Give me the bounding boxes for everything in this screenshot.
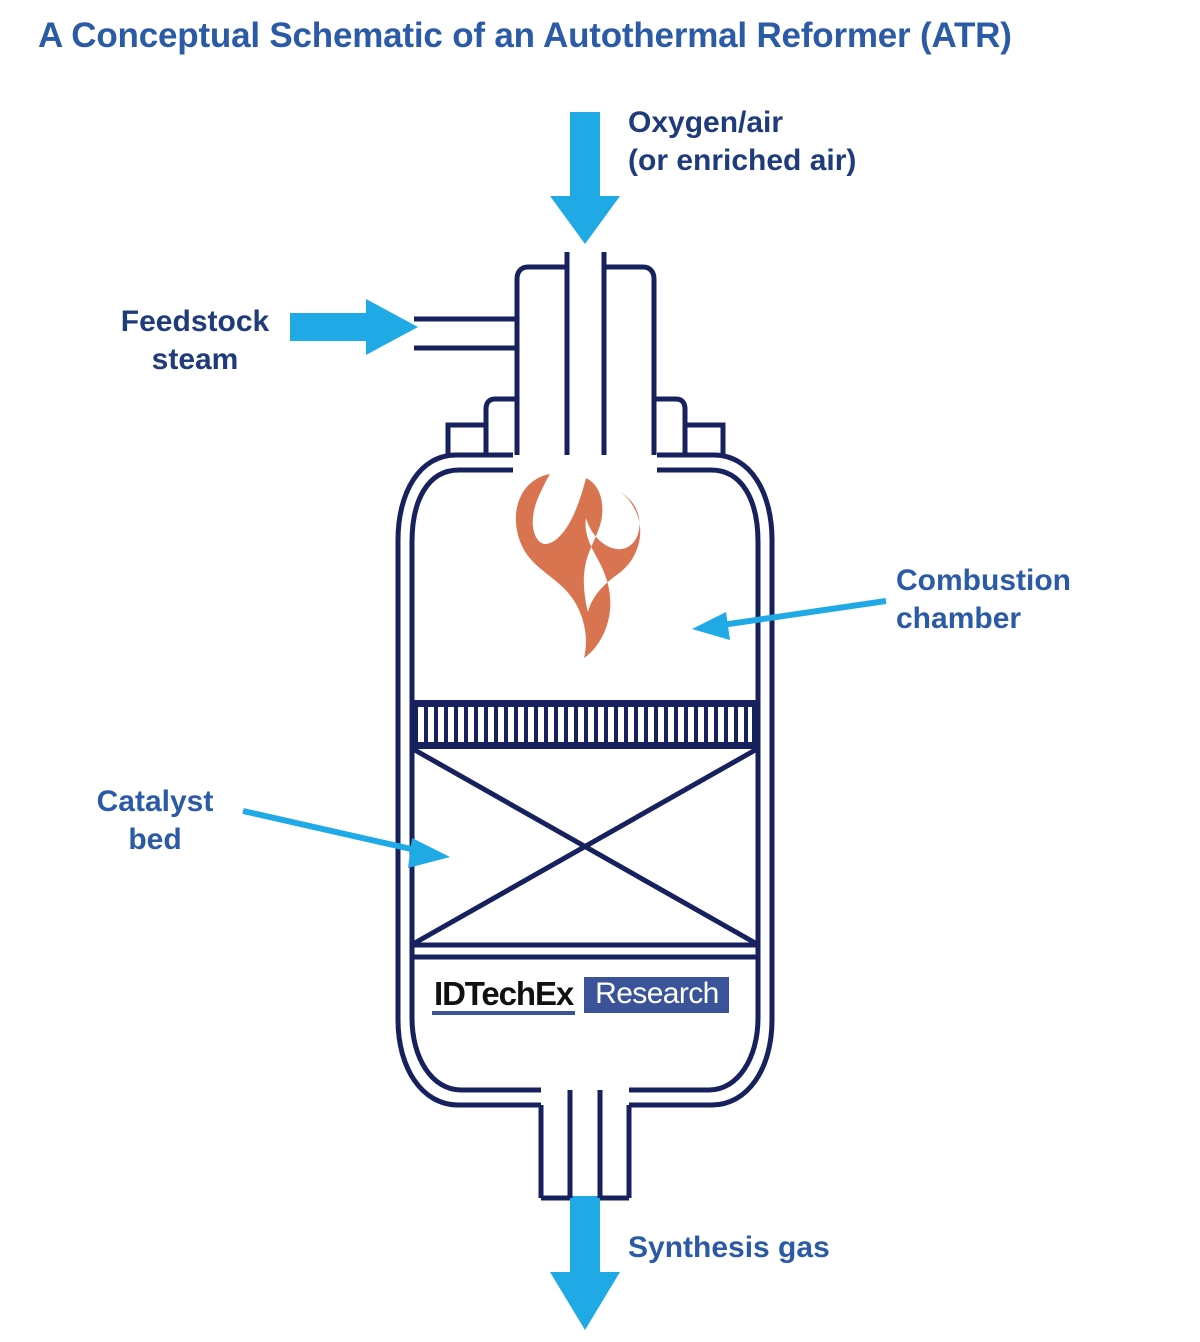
reactor-vessel-shell bbox=[395, 452, 775, 1108]
bottom-outlet-nozzle bbox=[538, 1090, 632, 1201]
idtechex-underline bbox=[432, 1011, 576, 1015]
idtechex-wordmark: IDTechEx bbox=[434, 975, 574, 1012]
idtechex-research-logo: IDTechEx Research bbox=[432, 977, 729, 1017]
catalyst-bed-box bbox=[411, 746, 759, 960]
flame-icon bbox=[515, 474, 641, 658]
synthesis-gas-label: Synthesis gas bbox=[628, 1231, 830, 1264]
idtechex-wordmark-wrap: IDTechEx bbox=[432, 975, 576, 1017]
top-nozzle-assembly bbox=[414, 252, 726, 455]
feedstock-steam-arrow bbox=[290, 299, 418, 355]
oxygen-inlet-arrow bbox=[550, 112, 620, 244]
catalyst-bed-distributor bbox=[411, 700, 759, 749]
oxygen-air-label: Oxygen/air (or enriched air) bbox=[628, 106, 857, 178]
research-badge: Research bbox=[584, 977, 729, 1013]
combustion-chamber-label: Combustion chamber bbox=[896, 564, 1071, 636]
research-badge-label: Research bbox=[595, 977, 719, 1010]
page-title: A Conceptual Schematic of an Autothermal… bbox=[38, 16, 1012, 55]
catalyst-bed-pointer bbox=[242, 808, 450, 868]
catalyst-bed-label: Catalyst bed bbox=[96, 785, 214, 857]
feedstock-steam-label: Feedstock steam bbox=[120, 305, 270, 377]
synthesis-gas-arrow bbox=[550, 1196, 620, 1330]
combustion-chamber-pointer bbox=[692, 598, 887, 640]
